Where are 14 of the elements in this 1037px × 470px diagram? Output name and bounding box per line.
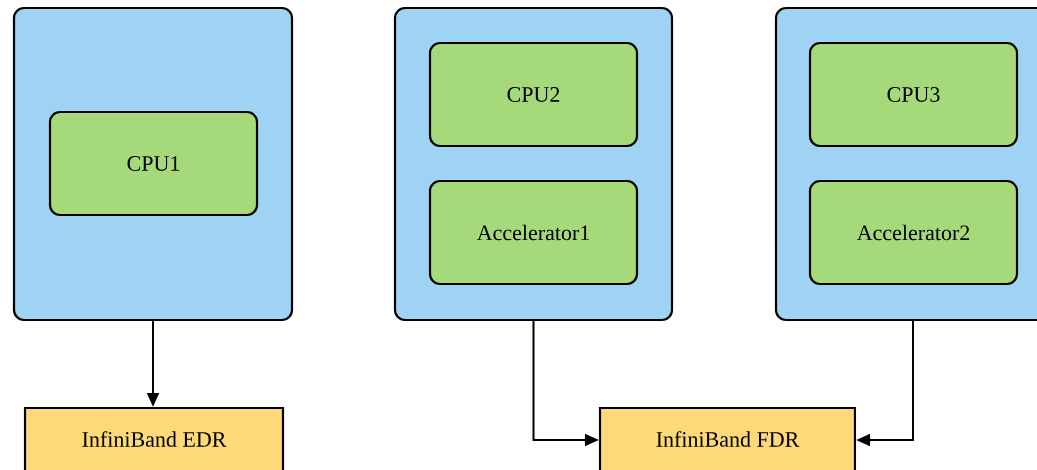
node-label: CPU1 — [127, 156, 180, 171]
network-box — [23, 406, 285, 470]
node-label: InfiniBand EDR — [82, 431, 227, 447]
component-box — [808, 179, 1019, 286]
component-box — [428, 41, 639, 148]
node-label: CPU3 — [887, 87, 940, 102]
node-label: Accelerator1 — [476, 224, 589, 241]
component-box — [48, 110, 259, 217]
network-box — [598, 406, 857, 470]
node-label: CPU2 — [507, 87, 560, 102]
component-box — [428, 179, 639, 286]
node-label: Accelerator2 — [856, 224, 970, 241]
component-box — [808, 41, 1019, 148]
node-label: InfiniBand FDR — [656, 431, 800, 447]
